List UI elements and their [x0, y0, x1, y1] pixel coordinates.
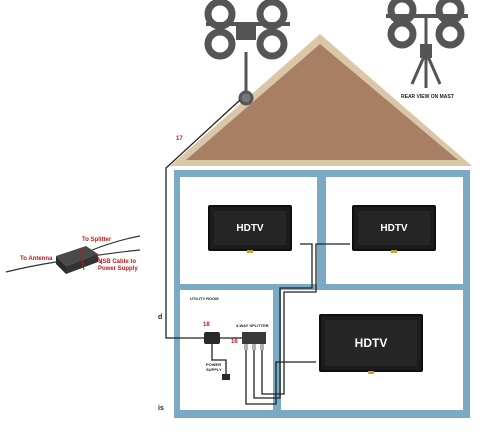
- cable-17: [165, 99, 241, 339]
- inset-to-splitter: To Splitter: [82, 237, 112, 243]
- power-supply-label-2: SUPPLY: [206, 367, 222, 372]
- rear-view-label: REAR VIEW ON MAST: [401, 94, 454, 100]
- inset-usb-line-1: USB Cable to: [98, 259, 137, 265]
- hdtv-label: HDTV: [380, 222, 408, 234]
- front-antenna-icon: [204, 0, 290, 106]
- cable-17-label: 17: [176, 136, 183, 142]
- room-utility: [180, 290, 273, 410]
- power-cable: [211, 344, 227, 374]
- inset-to-antenna: To Antenna: [20, 256, 53, 262]
- hdtv-label: HDTV: [236, 222, 264, 234]
- splitter-cables: [245, 243, 350, 405]
- inset-usb-line-2: Power Supply: [98, 266, 138, 272]
- hdtv-label: HDTV: [354, 336, 388, 350]
- roof: [186, 44, 458, 160]
- cable-16-label: 16: [231, 339, 238, 345]
- cable-18-label: 18: [203, 322, 210, 328]
- hdtv-top-right: HDTV: [352, 205, 436, 253]
- edge-fragment-d: d: [158, 314, 163, 321]
- inset-device-icon: [5, 235, 141, 274]
- splitter-icon: [242, 332, 266, 350]
- utility-room-label: UTILITY ROOM: [190, 296, 219, 301]
- power-supply-icon: [222, 374, 230, 380]
- power-supply-label-1: POWER: [206, 362, 222, 367]
- hdtv-top-left: HDTV: [208, 205, 292, 253]
- hdtv-bottom: HDTV: [319, 314, 423, 374]
- edge-fragment-is: is: [158, 405, 164, 412]
- splitter-label: 3-WAY SPLITTER: [236, 323, 269, 328]
- power-inserter-icon: [204, 332, 220, 344]
- rear-antenna-icon: [386, 0, 468, 88]
